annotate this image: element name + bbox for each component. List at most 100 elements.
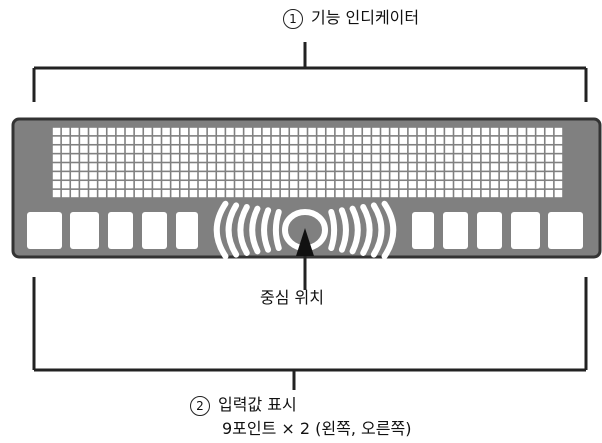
matrix-dot — [207, 154, 216, 162]
matrix-dot — [527, 163, 535, 171]
matrix-dot — [518, 189, 526, 198]
center-position-label: 중심 위치 — [260, 288, 324, 307]
matrix-dot — [262, 189, 271, 198]
matrix-dot — [134, 127, 143, 136]
matrix-dot — [125, 136, 134, 144]
matrix-dot — [244, 136, 252, 144]
matrix-dot — [271, 189, 280, 198]
matrix-dot — [217, 181, 225, 189]
input-display-text: 입력값 표시 — [218, 395, 297, 414]
matrix-dot — [463, 172, 471, 180]
matrix-dot — [426, 127, 435, 136]
matrix-dot — [372, 145, 380, 153]
matrix-dot — [235, 127, 243, 136]
matrix-dot — [290, 172, 298, 180]
right-segment — [511, 212, 540, 249]
matrix-dot — [390, 172, 398, 180]
left-segment — [176, 212, 198, 249]
matrix-dot — [198, 127, 207, 136]
input-display-detail: 9포인트 × 2 (왼쪽, 오른쪽) — [222, 419, 412, 438]
matrix-dot — [490, 154, 499, 162]
matrix-dot — [280, 136, 289, 144]
center-pointer-arrow — [296, 228, 314, 290]
matrix-dot — [390, 154, 398, 162]
matrix-dot — [509, 163, 517, 171]
matrix-dot — [317, 181, 325, 189]
input-level-segments — [27, 200, 583, 260]
matrix-dot — [162, 172, 170, 180]
matrix-dot — [481, 136, 490, 144]
matrix-dot — [125, 154, 134, 162]
matrix-dot — [308, 181, 316, 189]
matrix-dot — [235, 145, 243, 153]
matrix-dot — [244, 181, 252, 189]
matrix-dot — [171, 181, 179, 189]
left-arc-segment — [237, 204, 250, 256]
matrix-dot — [363, 136, 371, 144]
matrix-dot — [244, 163, 252, 171]
matrix-dot — [244, 127, 252, 136]
matrix-dot — [280, 172, 289, 180]
matrix-dot — [454, 172, 462, 180]
matrix-dot — [326, 127, 335, 136]
matrix-dot — [61, 127, 70, 136]
matrix-dot — [381, 154, 389, 162]
matrix-dot — [536, 181, 544, 189]
matrix-dot — [299, 172, 307, 180]
matrix-dot — [472, 145, 481, 153]
matrix-dot — [71, 172, 79, 180]
matrix-dot — [408, 163, 417, 171]
matrix-dot — [326, 181, 335, 189]
matrix-dot — [363, 163, 371, 171]
matrix-dot — [499, 189, 508, 198]
matrix-dot — [153, 189, 161, 198]
matrix-dot — [363, 181, 371, 189]
matrix-dot — [290, 127, 298, 136]
matrix-dot — [353, 154, 362, 162]
matrix-dot — [509, 136, 517, 144]
matrix-dot — [490, 127, 499, 136]
matrix-dot — [381, 172, 389, 180]
matrix-dot — [363, 127, 371, 136]
matrix-dot — [372, 127, 380, 136]
matrix-dot — [408, 127, 417, 136]
matrix-dot — [162, 154, 170, 162]
matrix-dot — [554, 127, 563, 136]
matrix-dot — [89, 189, 97, 198]
matrix-dot — [80, 163, 88, 171]
matrix-dot — [262, 181, 271, 189]
matrix-dot — [98, 136, 106, 144]
matrix-dot — [527, 127, 535, 136]
matrix-dot — [171, 127, 179, 136]
matrix-dot — [554, 181, 563, 189]
matrix-dot — [426, 172, 435, 180]
matrix-dot — [399, 181, 408, 189]
matrix-dot — [71, 136, 79, 144]
matrix-dot — [554, 145, 563, 153]
matrix-dot — [490, 145, 499, 153]
matrix-dot — [98, 145, 106, 153]
matrix-dot — [80, 172, 88, 180]
matrix-dot — [52, 145, 61, 153]
left-arc-segment — [261, 207, 272, 253]
matrix-dot — [436, 127, 444, 136]
matrix-dot — [107, 136, 116, 144]
matrix-dot — [436, 189, 444, 198]
matrix-dot — [436, 172, 444, 180]
matrix-dot — [545, 145, 554, 153]
matrix-dot — [536, 163, 544, 171]
matrix-dot — [290, 189, 298, 198]
left-segment — [108, 212, 133, 249]
matrix-dot — [426, 163, 435, 171]
matrix-dot — [153, 181, 161, 189]
matrix-dot — [344, 181, 353, 189]
matrix-dot — [454, 189, 462, 198]
matrix-dot — [180, 163, 189, 171]
matrix-dot — [207, 163, 216, 171]
matrix-dot — [353, 127, 362, 136]
matrix-dot — [308, 189, 316, 198]
matrix-dot — [262, 127, 271, 136]
matrix-dot — [445, 145, 453, 153]
matrix-dot — [171, 136, 179, 144]
matrix-dot — [344, 136, 353, 144]
